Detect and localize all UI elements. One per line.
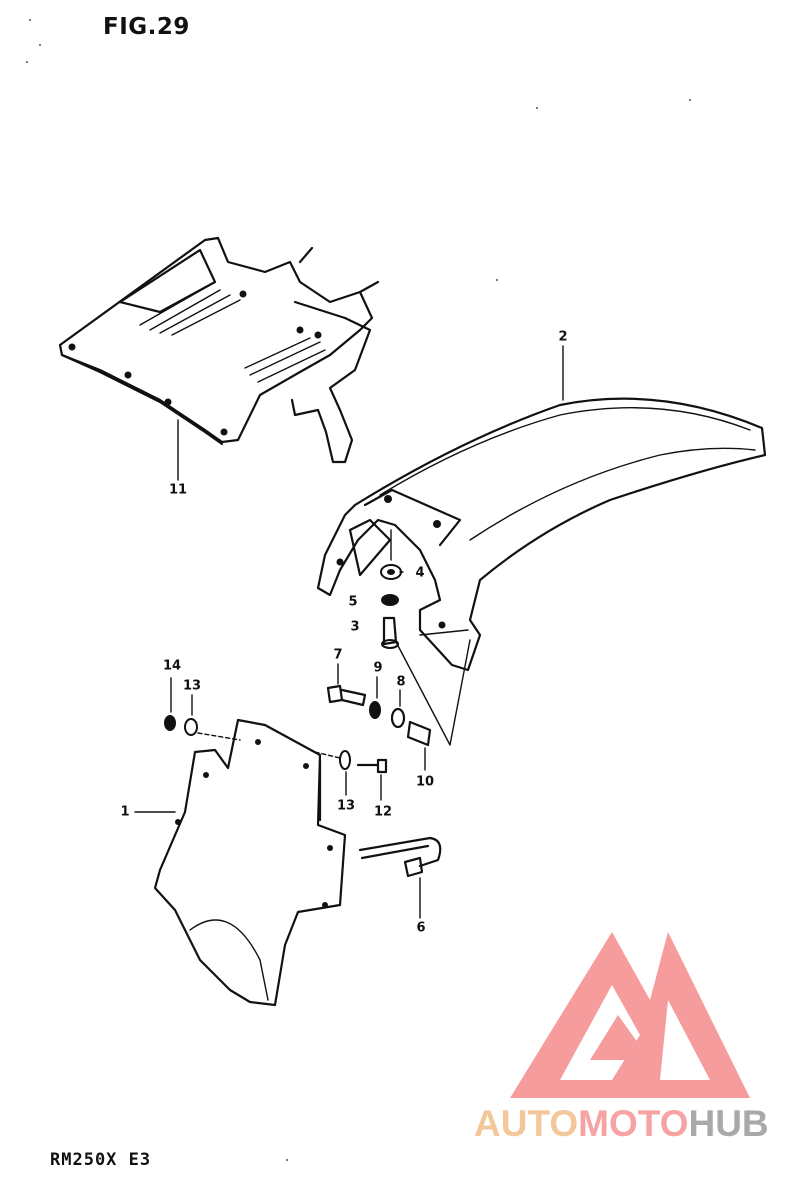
- part-14-nut: [164, 715, 176, 731]
- callout-3: 3: [350, 619, 360, 635]
- part-8-washer: [390, 707, 406, 729]
- part-11-plate: [58, 236, 380, 464]
- callout-5: 5: [348, 594, 358, 610]
- part-6-strap: [358, 836, 442, 878]
- scan-specks: [26, 19, 691, 1161]
- callout-11: 11: [168, 482, 188, 498]
- automotohub-logo-icon: [510, 932, 750, 1098]
- part-10-collar: [394, 629, 471, 747]
- part-3-bolt: [381, 616, 399, 649]
- part-2-rear-fender: [316, 397, 767, 672]
- watermark-hub: HUB: [688, 1103, 769, 1144]
- part-13-washer-right: [314, 750, 351, 770]
- watermark-auto: AUTO: [474, 1103, 579, 1144]
- watermark-moto: MOTO: [578, 1103, 689, 1144]
- callout-8: 8: [396, 674, 406, 690]
- part-12-screw: [356, 758, 388, 774]
- part-7-bolt: [326, 684, 367, 707]
- watermark-text: AUTOMOTOHUB: [474, 1103, 769, 1145]
- callout-14: 14: [162, 658, 182, 674]
- callout-12: 12: [373, 804, 393, 820]
- part-4-washer: [380, 529, 402, 580]
- callout-13-right: 13: [336, 798, 356, 814]
- leader-lines: [134, 345, 564, 919]
- part-9-washer: [369, 701, 381, 719]
- callout-9: 9: [373, 660, 383, 676]
- callout-1: 1: [120, 804, 130, 820]
- figure-title: FIG.29: [103, 14, 190, 40]
- callout-10: 10: [415, 774, 435, 790]
- callout-4: 4: [415, 565, 425, 581]
- callout-7: 7: [333, 647, 343, 663]
- part-13-washer-left: [184, 718, 241, 741]
- part-5-nut: [381, 594, 399, 606]
- callout-13-left: 13: [182, 678, 202, 694]
- part-1-mud-flap: [153, 718, 347, 1007]
- callout-6: 6: [416, 920, 426, 936]
- model-label: RM250X E3: [50, 1150, 152, 1170]
- callout-2: 2: [558, 329, 568, 345]
